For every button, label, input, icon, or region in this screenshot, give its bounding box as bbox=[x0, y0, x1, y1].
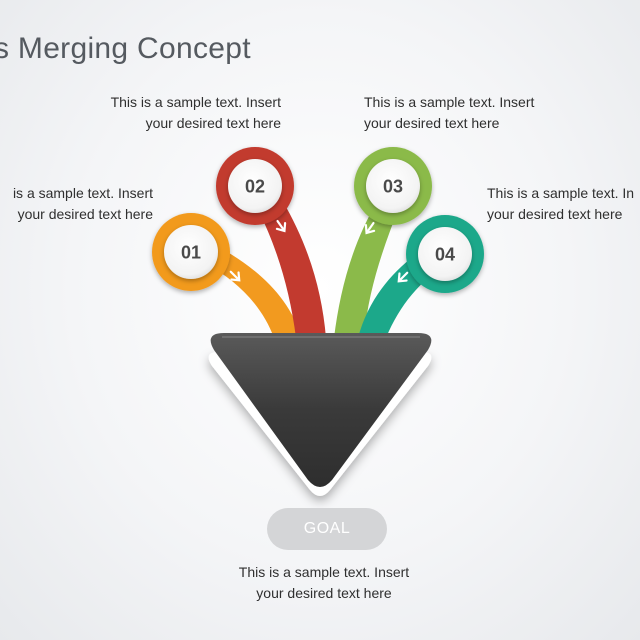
step-03-number: 03 bbox=[383, 177, 403, 197]
step-02-face bbox=[228, 159, 282, 213]
step-02-description: This is a sample text. Insert your desir… bbox=[111, 92, 281, 134]
slide-title: ws Merging Concept bbox=[0, 32, 251, 65]
goal-text-line1: This is a sample text. Insert bbox=[238, 564, 410, 580]
step-01-text-line2: your desired text here bbox=[17, 206, 153, 222]
step-02-text-line1: This is a sample text. Insert bbox=[110, 94, 281, 110]
goal-description: This is a sample text. Insert your desir… bbox=[0, 562, 640, 604]
step-04-number: 04 bbox=[435, 245, 455, 265]
step-02-circle: 02 bbox=[216, 147, 294, 233]
step-04-text-line1: This is a sample text. In bbox=[487, 185, 635, 201]
step-01-circle: 01 bbox=[152, 213, 241, 291]
step-03-text-line2: your desired text here bbox=[364, 115, 500, 131]
goal-text-line2: your desired text here bbox=[256, 585, 392, 601]
step-02-number: 02 bbox=[245, 177, 265, 197]
arrow-down-right-icon bbox=[275, 219, 287, 233]
arrow-down-left-icon bbox=[397, 271, 409, 283]
step-03-circle: 03 bbox=[354, 147, 432, 235]
step-03-face bbox=[366, 159, 420, 213]
step-03-description: This is a sample text. Insert your desir… bbox=[364, 92, 534, 134]
step-01-description: is a sample text. Insert your desired te… bbox=[13, 183, 153, 225]
step-04-circle: 04 bbox=[397, 215, 484, 293]
step-04-text-line2: your desired text here bbox=[487, 206, 623, 222]
step-04-description: This is a sample text. In your desired t… bbox=[487, 183, 634, 225]
step-02-text-line2: your desired text here bbox=[145, 115, 281, 131]
ribbon-03 bbox=[334, 200, 398, 338]
goal-pill: GOAL bbox=[267, 508, 387, 550]
funnel bbox=[208, 333, 432, 496]
step-04-face bbox=[418, 227, 472, 281]
ribbon-02 bbox=[258, 200, 326, 338]
funnel-triangle bbox=[210, 333, 432, 487]
step-03-text-line1: This is a sample text. Insert bbox=[364, 94, 535, 110]
step-01-number: 01 bbox=[181, 243, 201, 263]
arrow-down-right-icon bbox=[229, 270, 241, 282]
step-01-text-line1: is a sample text. Insert bbox=[12, 185, 153, 201]
arrow-down-left-icon bbox=[364, 221, 376, 235]
step-01-face bbox=[164, 225, 218, 279]
